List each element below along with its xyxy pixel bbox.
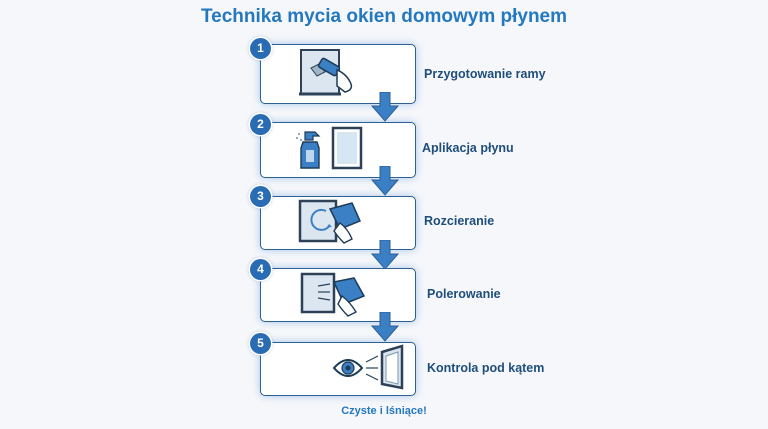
step-label-3: Rozcieranie [424, 214, 495, 228]
spray-bottle-and-window-icon [296, 126, 363, 170]
step-label-4: Polerowanie [427, 287, 501, 301]
step-badge-1: 1 [250, 38, 271, 59]
step-badge-3: 3 [250, 186, 271, 207]
step-label-1: Przygotowanie ramy [424, 67, 546, 81]
step-box-4 [260, 268, 416, 322]
footer-caption: Czyste i lśniące! [341, 405, 427, 417]
cloth-circular-wipe-icon [298, 199, 362, 244]
cloth-polishing-window-icon [300, 272, 366, 317]
page-title: Technika mycia okien domowym płynem [200, 6, 568, 27]
eye-inspecting-window-icon [332, 344, 404, 390]
step-badge-5: 5 [250, 333, 271, 354]
step-badge-2: 2 [250, 114, 271, 135]
brush-on-window-frame-icon [299, 49, 353, 96]
step-label-2: Aplikacja płynu [422, 141, 514, 155]
arrow-down-icon [370, 92, 400, 122]
step-label-5: Kontrola pod kątem [427, 361, 545, 375]
arrow-down-icon [370, 240, 400, 270]
arrow-down-icon [370, 312, 400, 342]
step-badge-4: 4 [250, 259, 271, 280]
arrow-down-icon [370, 166, 400, 196]
